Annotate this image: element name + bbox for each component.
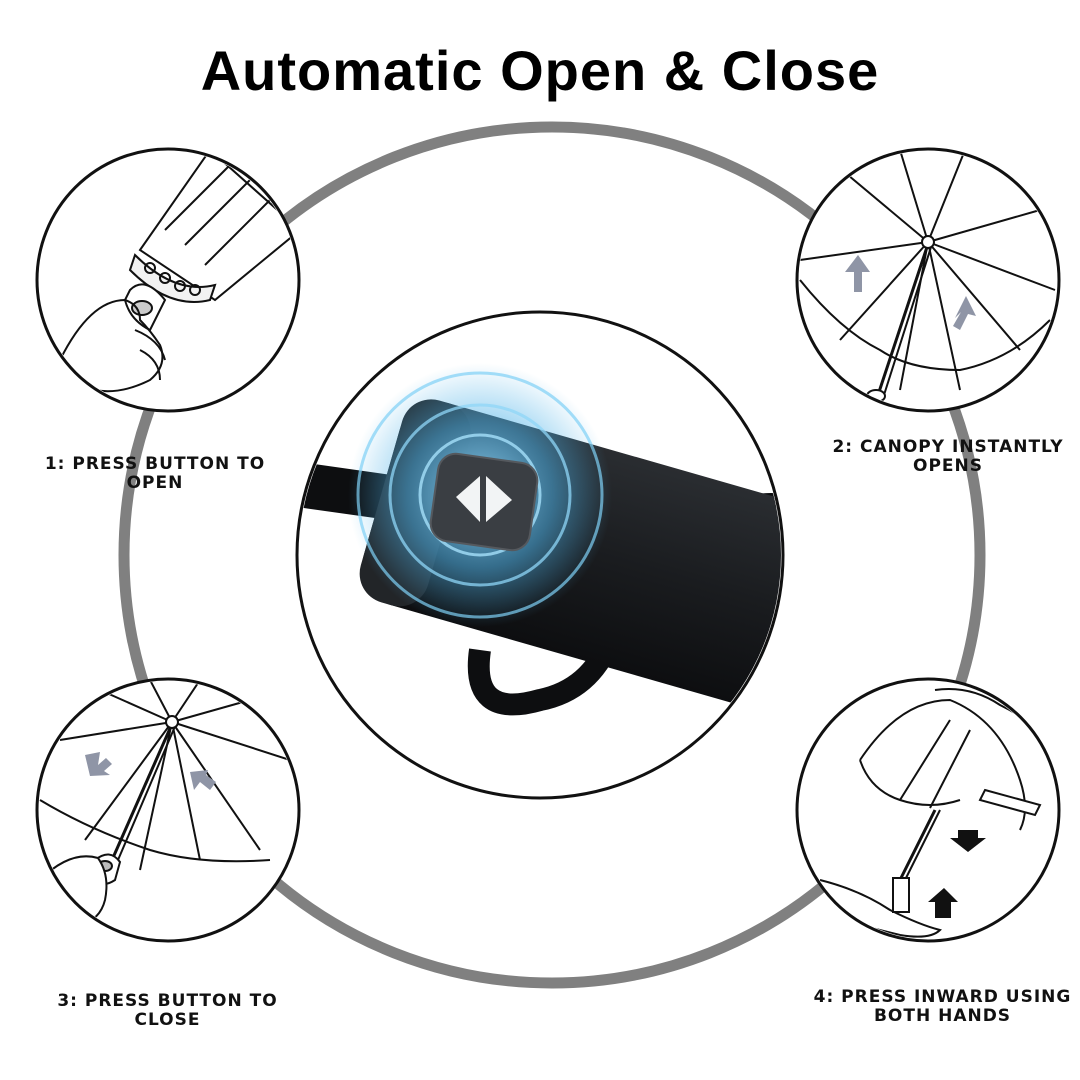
step-3-line-1: 3: PRESS BUTTON TO [57,991,278,1011]
step-1-line-2: OPEN [126,473,184,493]
step-3-image [35,677,301,943]
center-handle-circle [295,310,785,800]
step-1-label: 1: PRESS BUTTON TO OPEN [30,455,280,493]
page-title: Automatic Open & Close [200,39,880,102]
step-1-image [35,147,301,413]
step-2-line-2: OPENS [913,456,983,476]
step-4-label: 4: PRESS INWARD USING BOTH HANDS [805,988,1080,1026]
step-3-label: 3: PRESS BUTTON TO CLOSE [40,992,295,1030]
umbrella-handle-press-icon [59,151,297,401]
step-2-image [795,147,1061,413]
umbrella-open-canopy-icon [799,151,1056,403]
process-ring [118,121,986,989]
step-1-line-1: 1: PRESS BUTTON TO [44,454,266,474]
step-2-label: 2: CANOPY INSTANTLY OPENS [818,438,1078,476]
step-4-line-2: BOTH HANDS [873,1006,1012,1026]
step-2-line-1: 2: CANOPY INSTANTLY [832,437,1064,457]
step-3-line-2: CLOSE [134,1010,201,1030]
step-4-image [795,677,1061,943]
step-4-line-1: 4: PRESS INWARD USING [813,987,1072,1007]
auto-button-icon [429,452,539,552]
